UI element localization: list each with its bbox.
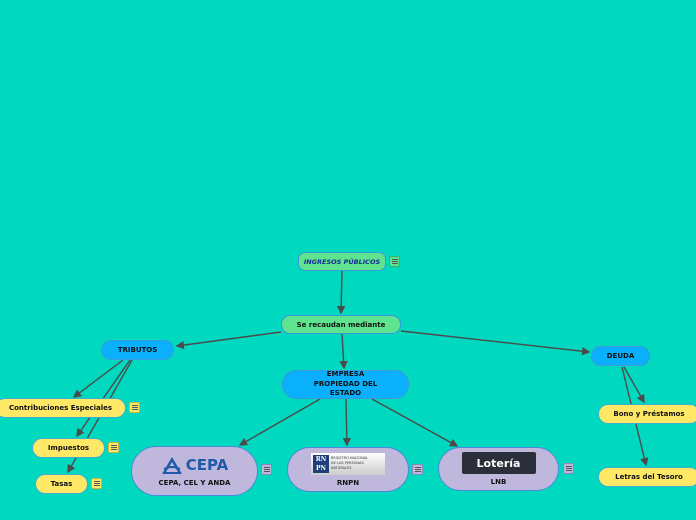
cepa-triangle-icon (161, 457, 182, 474)
node-label: Tasas (50, 480, 73, 488)
note-icon[interactable] (108, 442, 119, 453)
link-hub-deuda (400, 330, 591, 356)
link-empresa-rnpn (342, 398, 352, 447)
node-label: Bono y Préstamos (613, 410, 685, 418)
node-se-recaudan[interactable]: Se recaudan mediante (281, 315, 401, 334)
note-icon[interactable] (91, 478, 102, 489)
link-empresa-cepa (238, 398, 321, 446)
node-label: Impuestos (47, 444, 90, 452)
node-label: RNPN (336, 478, 360, 487)
node-label: DEUDA (606, 352, 635, 360)
node-label: INGRESOS PÚBLICOS (303, 257, 381, 266)
link-hub-tributos (175, 331, 282, 350)
loteria-logo: Lotería (461, 452, 536, 474)
node-impuestos[interactable]: Impuestos (32, 438, 105, 458)
node-bono-prestamos[interactable]: Bono y Préstamos (598, 404, 696, 424)
node-empresa[interactable]: EMPRESA PROPIEDAD DEL ESTADO (282, 370, 409, 399)
note-icon[interactable] (129, 402, 140, 413)
node-label: TRIBUTOS (117, 346, 158, 354)
node-label: Letras del Tesoro (615, 473, 683, 481)
node-label: LNB (490, 478, 507, 486)
node-tributos[interactable]: TRIBUTOS (101, 340, 174, 360)
node-ingresos-publicos[interactable]: INGRESOS PÚBLICOS (298, 252, 386, 271)
cepa-logo: CEPA (161, 455, 228, 475)
link-hub-empresa (339, 333, 348, 370)
node-lnb[interactable]: Lotería LNB (438, 447, 559, 491)
link-empresa-lnb (371, 398, 459, 447)
link-root-hub (336, 270, 346, 315)
node-label: Se recaudan mediante (296, 320, 386, 329)
note-icon[interactable] (389, 256, 400, 267)
node-letras-tesoro[interactable]: Letras del Tesoro (598, 467, 696, 487)
node-cepa[interactable]: CEPA CEPA, CEL Y ANDA (131, 446, 258, 496)
node-label: EMPRESA PROPIEDAD DEL ESTADO (313, 369, 378, 398)
node-tasas[interactable]: Tasas (35, 474, 88, 494)
node-contribuciones[interactable]: Contribuciones Especiales (0, 398, 126, 418)
note-icon[interactable] (261, 464, 272, 475)
link-tributos-contribuciones (72, 359, 124, 398)
note-icon[interactable] (412, 464, 423, 475)
node-deuda[interactable]: DEUDA (591, 346, 650, 366)
note-icon[interactable] (563, 463, 574, 474)
link-deuda-bono (623, 366, 645, 404)
node-label: CEPA, CEL Y ANDA (158, 479, 231, 487)
node-label: Contribuciones Especiales (8, 404, 113, 412)
